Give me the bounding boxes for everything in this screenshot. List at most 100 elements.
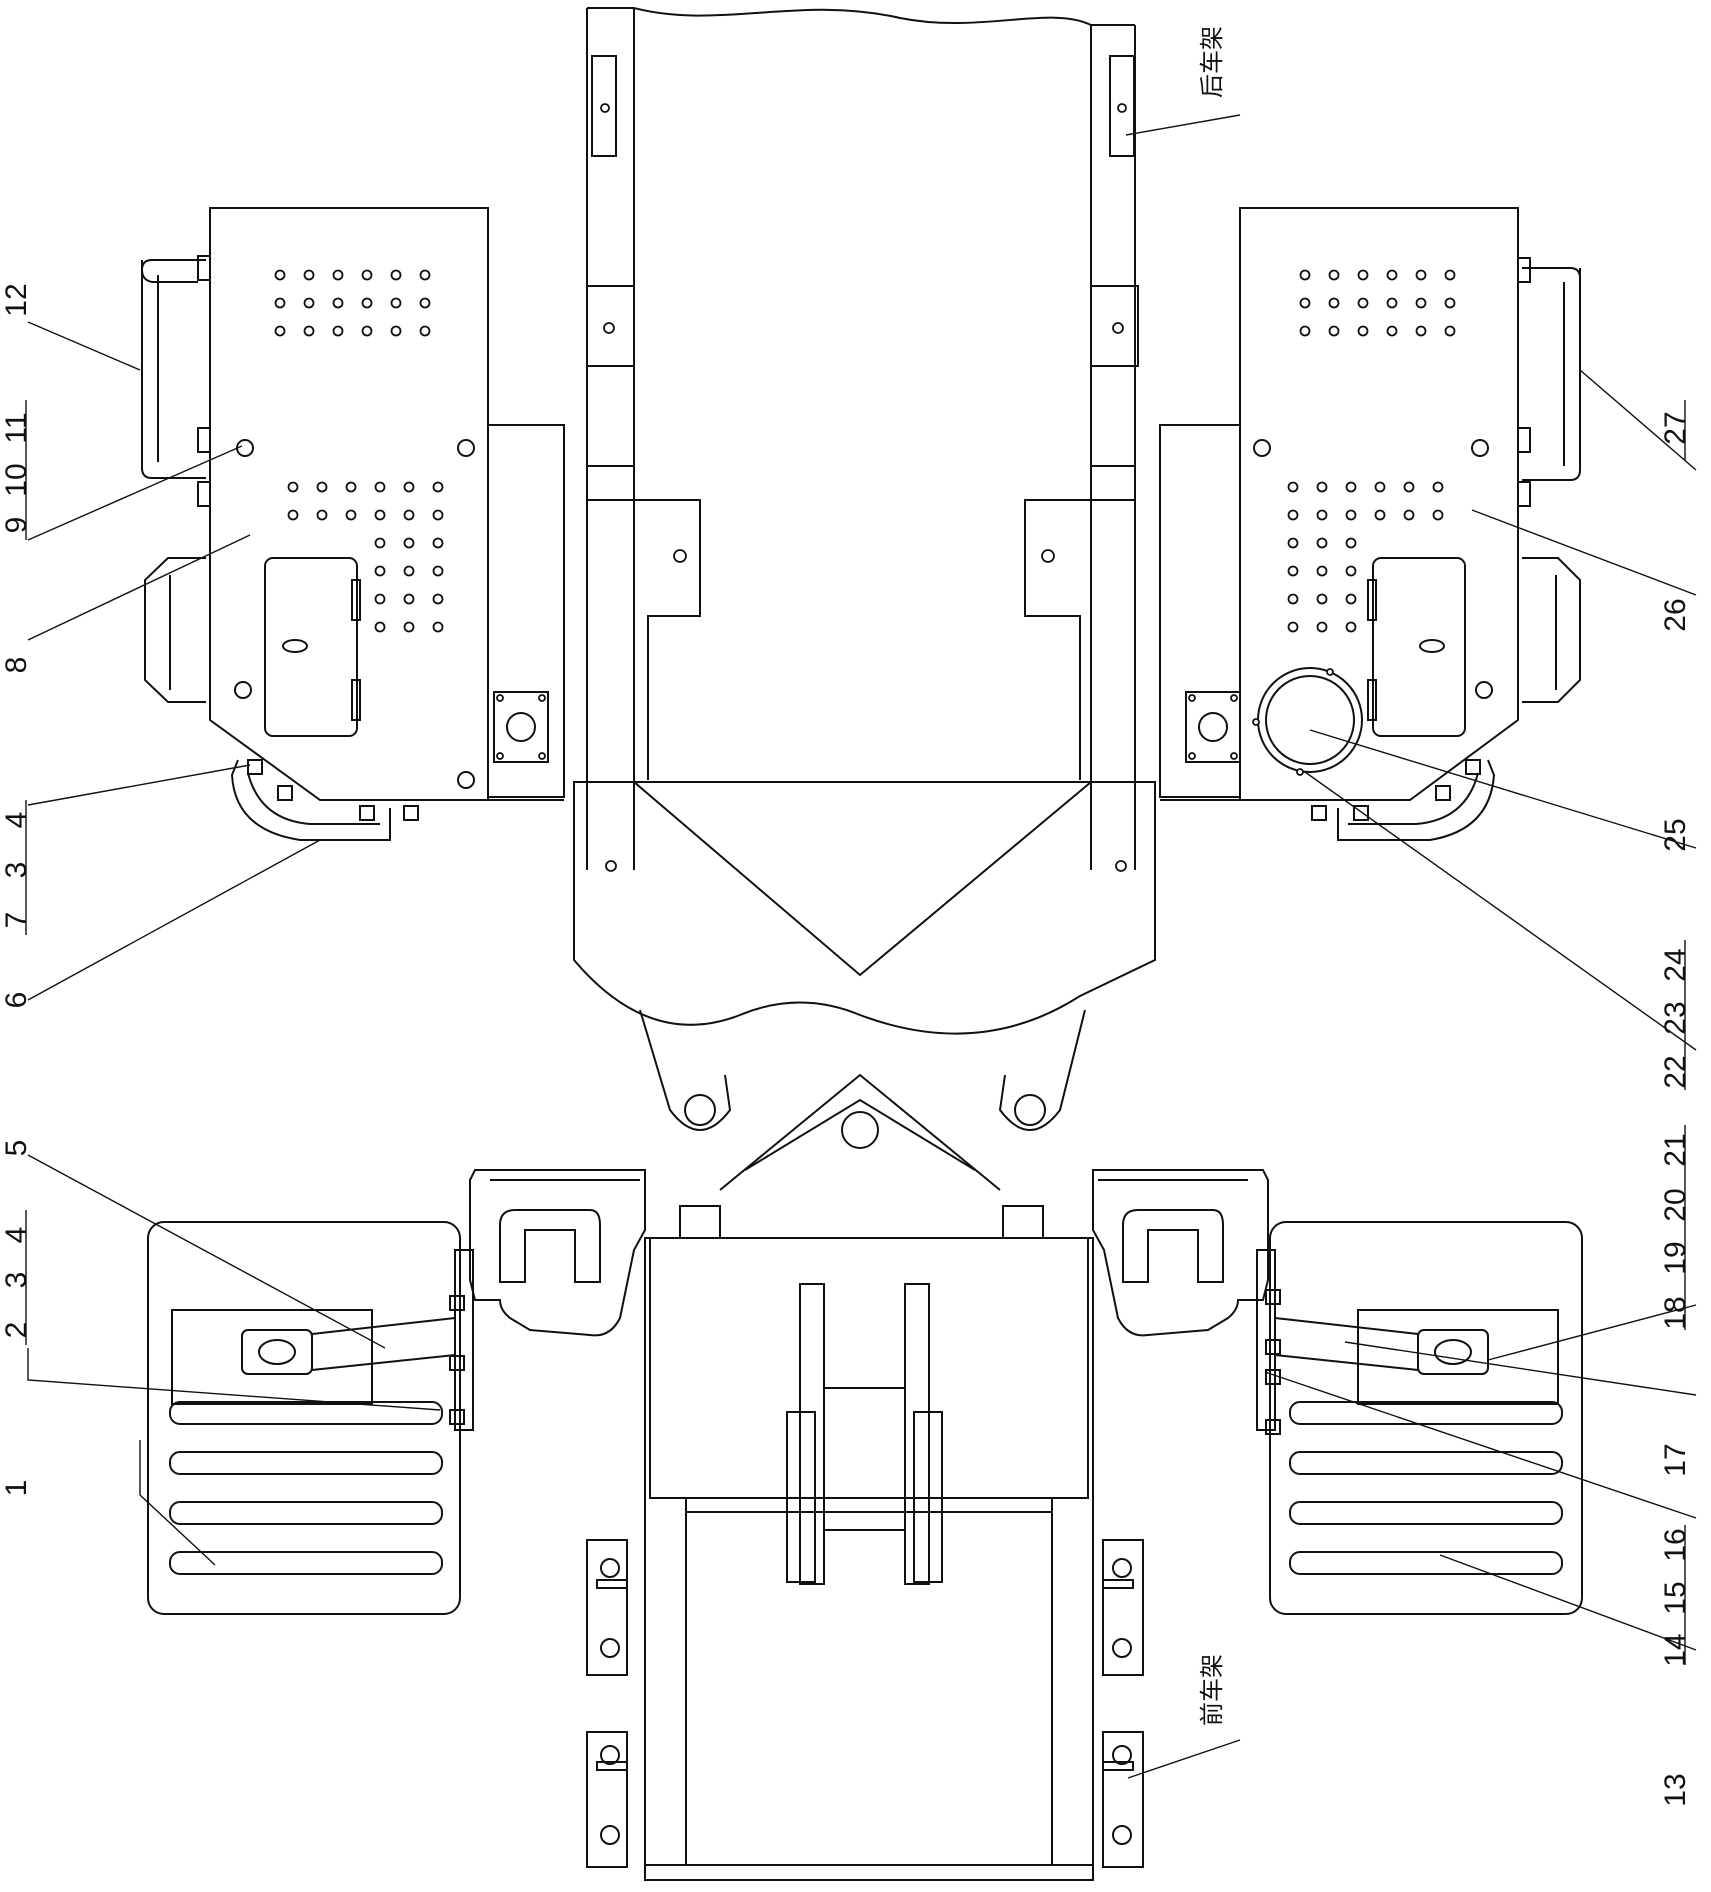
perforation-hole <box>1415 269 1427 281</box>
perforation-hole <box>1328 297 1340 309</box>
perforation-hole <box>374 537 386 549</box>
perforation-hole <box>1316 481 1328 493</box>
callout-5: 5 <box>0 1140 33 1157</box>
perforation-hole <box>1357 269 1369 281</box>
perforation-hole <box>1287 509 1299 521</box>
perforation-hole <box>303 269 315 281</box>
perforation-hole <box>1357 325 1369 337</box>
perforation-hole <box>1386 325 1398 337</box>
perforation-hole <box>1403 509 1415 521</box>
perforation-hole <box>403 481 415 493</box>
perforation-hole <box>1345 565 1357 577</box>
perforation-hole <box>274 269 286 281</box>
perforation-hole <box>432 593 444 605</box>
perforation-hole <box>403 537 415 549</box>
perforation-hole <box>1287 593 1299 605</box>
perforation-hole <box>332 325 344 337</box>
perforation-hole <box>287 481 299 493</box>
callout-15: 15 <box>1659 1581 1692 1614</box>
perforation-hole <box>390 325 402 337</box>
perforation-hole <box>403 593 415 605</box>
callout-9: 9 <box>0 517 33 534</box>
perforation-hole <box>390 297 402 309</box>
perforation-hole <box>332 297 344 309</box>
perforation-hole <box>374 481 386 493</box>
grouping-braces <box>25 400 1686 1665</box>
perforation-hole <box>1345 509 1357 521</box>
perforation-hole <box>1415 325 1427 337</box>
perforation-hole <box>1345 481 1357 493</box>
perforation-hole <box>1432 481 1444 493</box>
callout-labels: 12 11 10 9 8 4 3 7 6 5 4 3 2 1 27 26 25 … <box>0 26 1692 1807</box>
perforation-hole <box>1316 509 1328 521</box>
perforation-hole <box>432 481 444 493</box>
perforation-hole <box>287 509 299 521</box>
perforation-hole <box>316 509 328 521</box>
perforation-hole <box>1287 481 1299 493</box>
perforation-hole <box>1386 269 1398 281</box>
callout-20: 20 <box>1659 1188 1692 1221</box>
perforation-hole <box>1415 297 1427 309</box>
callout-25: 25 <box>1659 818 1692 851</box>
callout-19: 19 <box>1659 1241 1692 1274</box>
perforation-hole <box>1432 509 1444 521</box>
callout-27: 27 <box>1659 411 1692 444</box>
callout-1: 1 <box>0 1480 33 1497</box>
perforation-hole <box>1444 269 1456 281</box>
perforation-hole <box>345 481 357 493</box>
perforation-hole <box>1287 537 1299 549</box>
perforation-hole <box>1299 325 1311 337</box>
perforation-hole <box>361 325 373 337</box>
callout-18: 18 <box>1659 1296 1692 1329</box>
perforation-hole <box>1374 509 1386 521</box>
perforation-hole <box>1316 565 1328 577</box>
callout-4: 4 <box>0 812 33 829</box>
perforation-hole <box>1357 297 1369 309</box>
perforation-hole <box>1345 537 1357 549</box>
callout-3-lower: 3 <box>0 1272 33 1289</box>
callout-4-lower: 4 <box>0 1227 33 1244</box>
perforation-hole <box>1328 325 1340 337</box>
perforation-hole <box>1316 621 1328 633</box>
perforation-hole <box>419 297 431 309</box>
perforation-hole <box>1287 565 1299 577</box>
callout-12: 12 <box>0 283 33 316</box>
perforation-hole <box>1374 481 1386 493</box>
callout-3: 3 <box>0 862 33 879</box>
front-frame-label: 前车架 <box>1198 1654 1226 1726</box>
callout-24: 24 <box>1659 948 1692 981</box>
perforation-hole <box>361 297 373 309</box>
perforation-hole <box>1316 537 1328 549</box>
perforation-hole <box>432 537 444 549</box>
perforation-hole <box>1316 593 1328 605</box>
perforation-hole <box>1345 621 1357 633</box>
perforation-hole <box>374 509 386 521</box>
perforation-hole <box>345 509 357 521</box>
perforation-hole <box>432 509 444 521</box>
perforation-hole <box>374 593 386 605</box>
leader-lines <box>27 114 1697 1779</box>
perforation-hole <box>419 269 431 281</box>
perforation-hole <box>1287 621 1299 633</box>
perforation-hole <box>303 325 315 337</box>
perforation-hole <box>1444 325 1456 337</box>
callout-17: 17 <box>1659 1443 1692 1476</box>
perforation-hole <box>1328 269 1340 281</box>
perforation-hole <box>316 481 328 493</box>
right-rear-platform <box>1159 207 1581 841</box>
callout-2: 2 <box>0 1322 33 1339</box>
perforation-hole <box>1386 297 1398 309</box>
perforation-hole <box>403 565 415 577</box>
rear-frame <box>573 7 1156 1191</box>
perforation-hole <box>1299 297 1311 309</box>
perforation-hole <box>374 621 386 633</box>
perforation-hole <box>390 269 402 281</box>
callout-13: 13 <box>1659 1773 1692 1806</box>
perforation-hole <box>274 325 286 337</box>
rear-frame-label: 后车架 <box>1198 26 1226 98</box>
callout-6: 6 <box>0 992 33 1009</box>
perforation-hole <box>303 297 315 309</box>
perforation-hole <box>1444 297 1456 309</box>
perforation-hole <box>374 565 386 577</box>
